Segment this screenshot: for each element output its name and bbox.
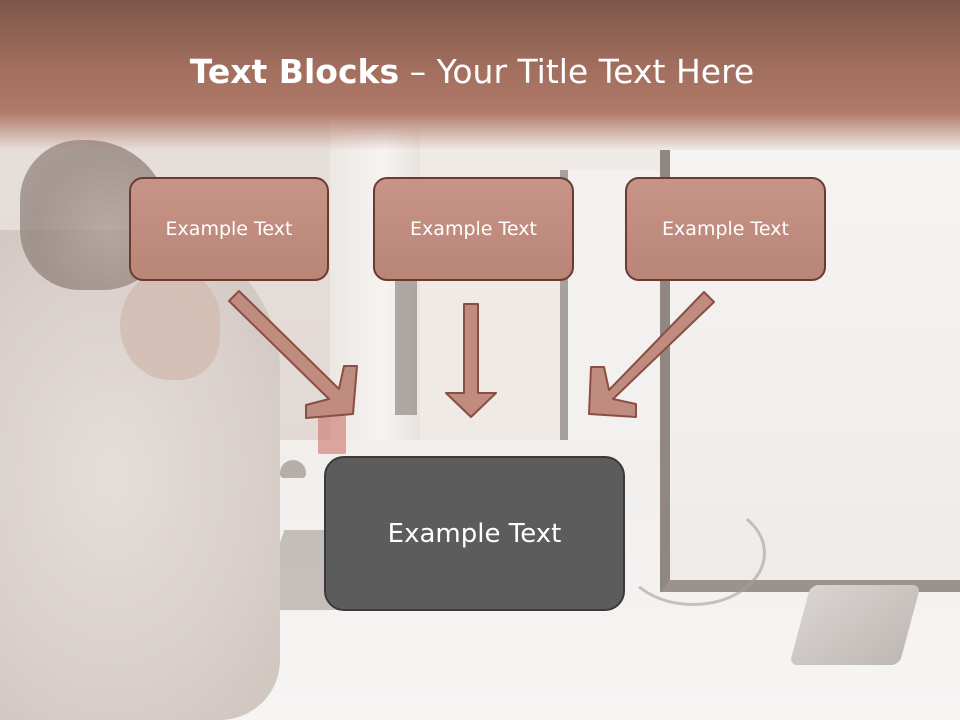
title-band <box>0 0 960 150</box>
slide-title-rest: Your Title Text Here <box>436 52 755 91</box>
photo-cable <box>620 500 766 606</box>
slide-title-bold: Text Blocks <box>189 52 400 91</box>
slide-title[interactable]: Text Blocks – Your Title Text Here <box>0 52 944 91</box>
text-block-1-label: Example Text <box>165 218 293 240</box>
text-block-2[interactable]: Example Text <box>373 177 574 281</box>
text-block-3[interactable]: Example Text <box>625 177 826 281</box>
main-text-block[interactable]: Example Text <box>324 456 625 611</box>
text-block-3-label: Example Text <box>662 218 789 240</box>
main-text-block-label: Example Text <box>387 518 562 549</box>
slide-title-separator: – <box>399 52 437 91</box>
text-block-2-label: Example Text <box>410 218 537 240</box>
photo-cup <box>318 410 346 454</box>
photo-lamp <box>280 460 306 478</box>
photo-person-hand <box>120 270 220 380</box>
photo-monitor-stand <box>789 585 921 665</box>
text-block-1[interactable]: Example Text <box>129 177 329 281</box>
